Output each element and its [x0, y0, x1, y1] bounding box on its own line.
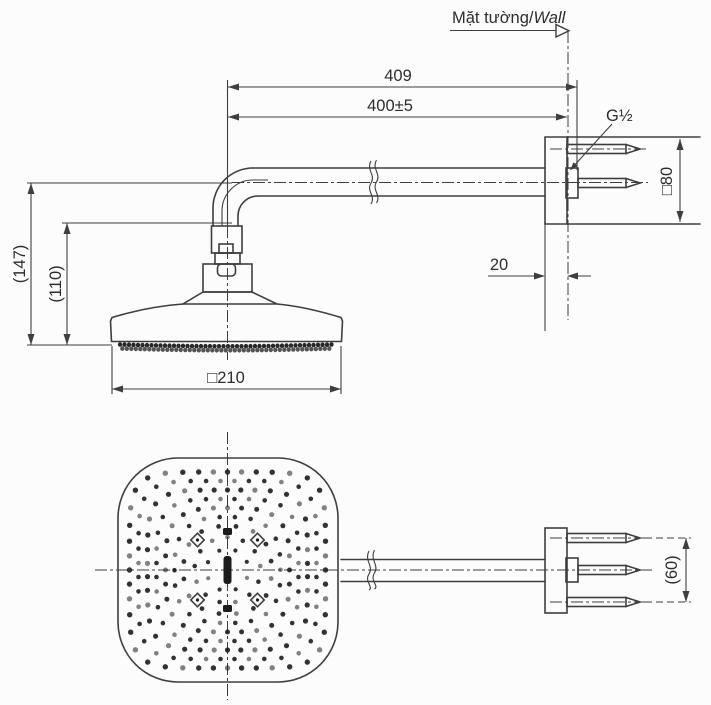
massage-nozzles	[189, 528, 266, 612]
wall-reference: Mặt tường/Wall	[450, 9, 571, 320]
water-inlet-screw	[577, 564, 643, 576]
wall-label: Mặt tường/Wall	[452, 9, 567, 27]
shower-head-side	[109, 226, 344, 360]
dimension-409: 409	[226, 67, 578, 226]
dim-60-label: (60)	[663, 555, 681, 584]
break-symbol-icon	[369, 160, 373, 205]
shower-arm	[212, 159, 648, 227]
dim-400-label: 400±5	[367, 97, 413, 115]
dimension-80: □80	[658, 139, 684, 222]
wall-label-vi: Mặt tường/	[452, 9, 534, 27]
break-symbol-icon	[367, 550, 371, 591]
dim-409-label: 409	[384, 67, 412, 85]
dim-20-label: 20	[490, 256, 508, 274]
ball-joint-assembly	[180, 225, 278, 305]
dim-110-label: (110)	[47, 265, 65, 302]
wall-flange-side	[544, 136, 701, 331]
spray-nozzle-band	[117, 342, 334, 353]
dim-210-label: □210	[207, 369, 245, 387]
thread-callout: G½	[570, 107, 633, 171]
nozzle-dot-field	[126, 469, 329, 671]
dimension-110: (110)	[47, 222, 232, 345]
dim-147-label: (147)	[11, 245, 29, 284]
dimension-210: □210	[111, 346, 342, 394]
shower-arm-bottom	[340, 549, 546, 591]
dimension-20: 20	[488, 256, 591, 280]
thread-label: G½	[606, 107, 633, 125]
wall-label-en: Wall	[533, 9, 566, 27]
center-pivot	[223, 556, 232, 584]
bottom-view: (60)	[95, 432, 691, 700]
mounting-screw-top	[550, 143, 648, 155]
mounting-screw-top	[550, 532, 645, 544]
dimension-400: 400±5	[228, 97, 567, 121]
water-inlet-screw	[577, 177, 643, 189]
dim-80-label: □80	[658, 167, 676, 195]
wall-arrow-icon	[555, 23, 571, 39]
mounting-screw-bottom	[550, 596, 645, 608]
side-view: Mặt tường/Wall 409 400±5	[11, 9, 701, 394]
dimension-147: (147)	[11, 182, 232, 346]
dimension-60: (60)	[645, 537, 691, 603]
